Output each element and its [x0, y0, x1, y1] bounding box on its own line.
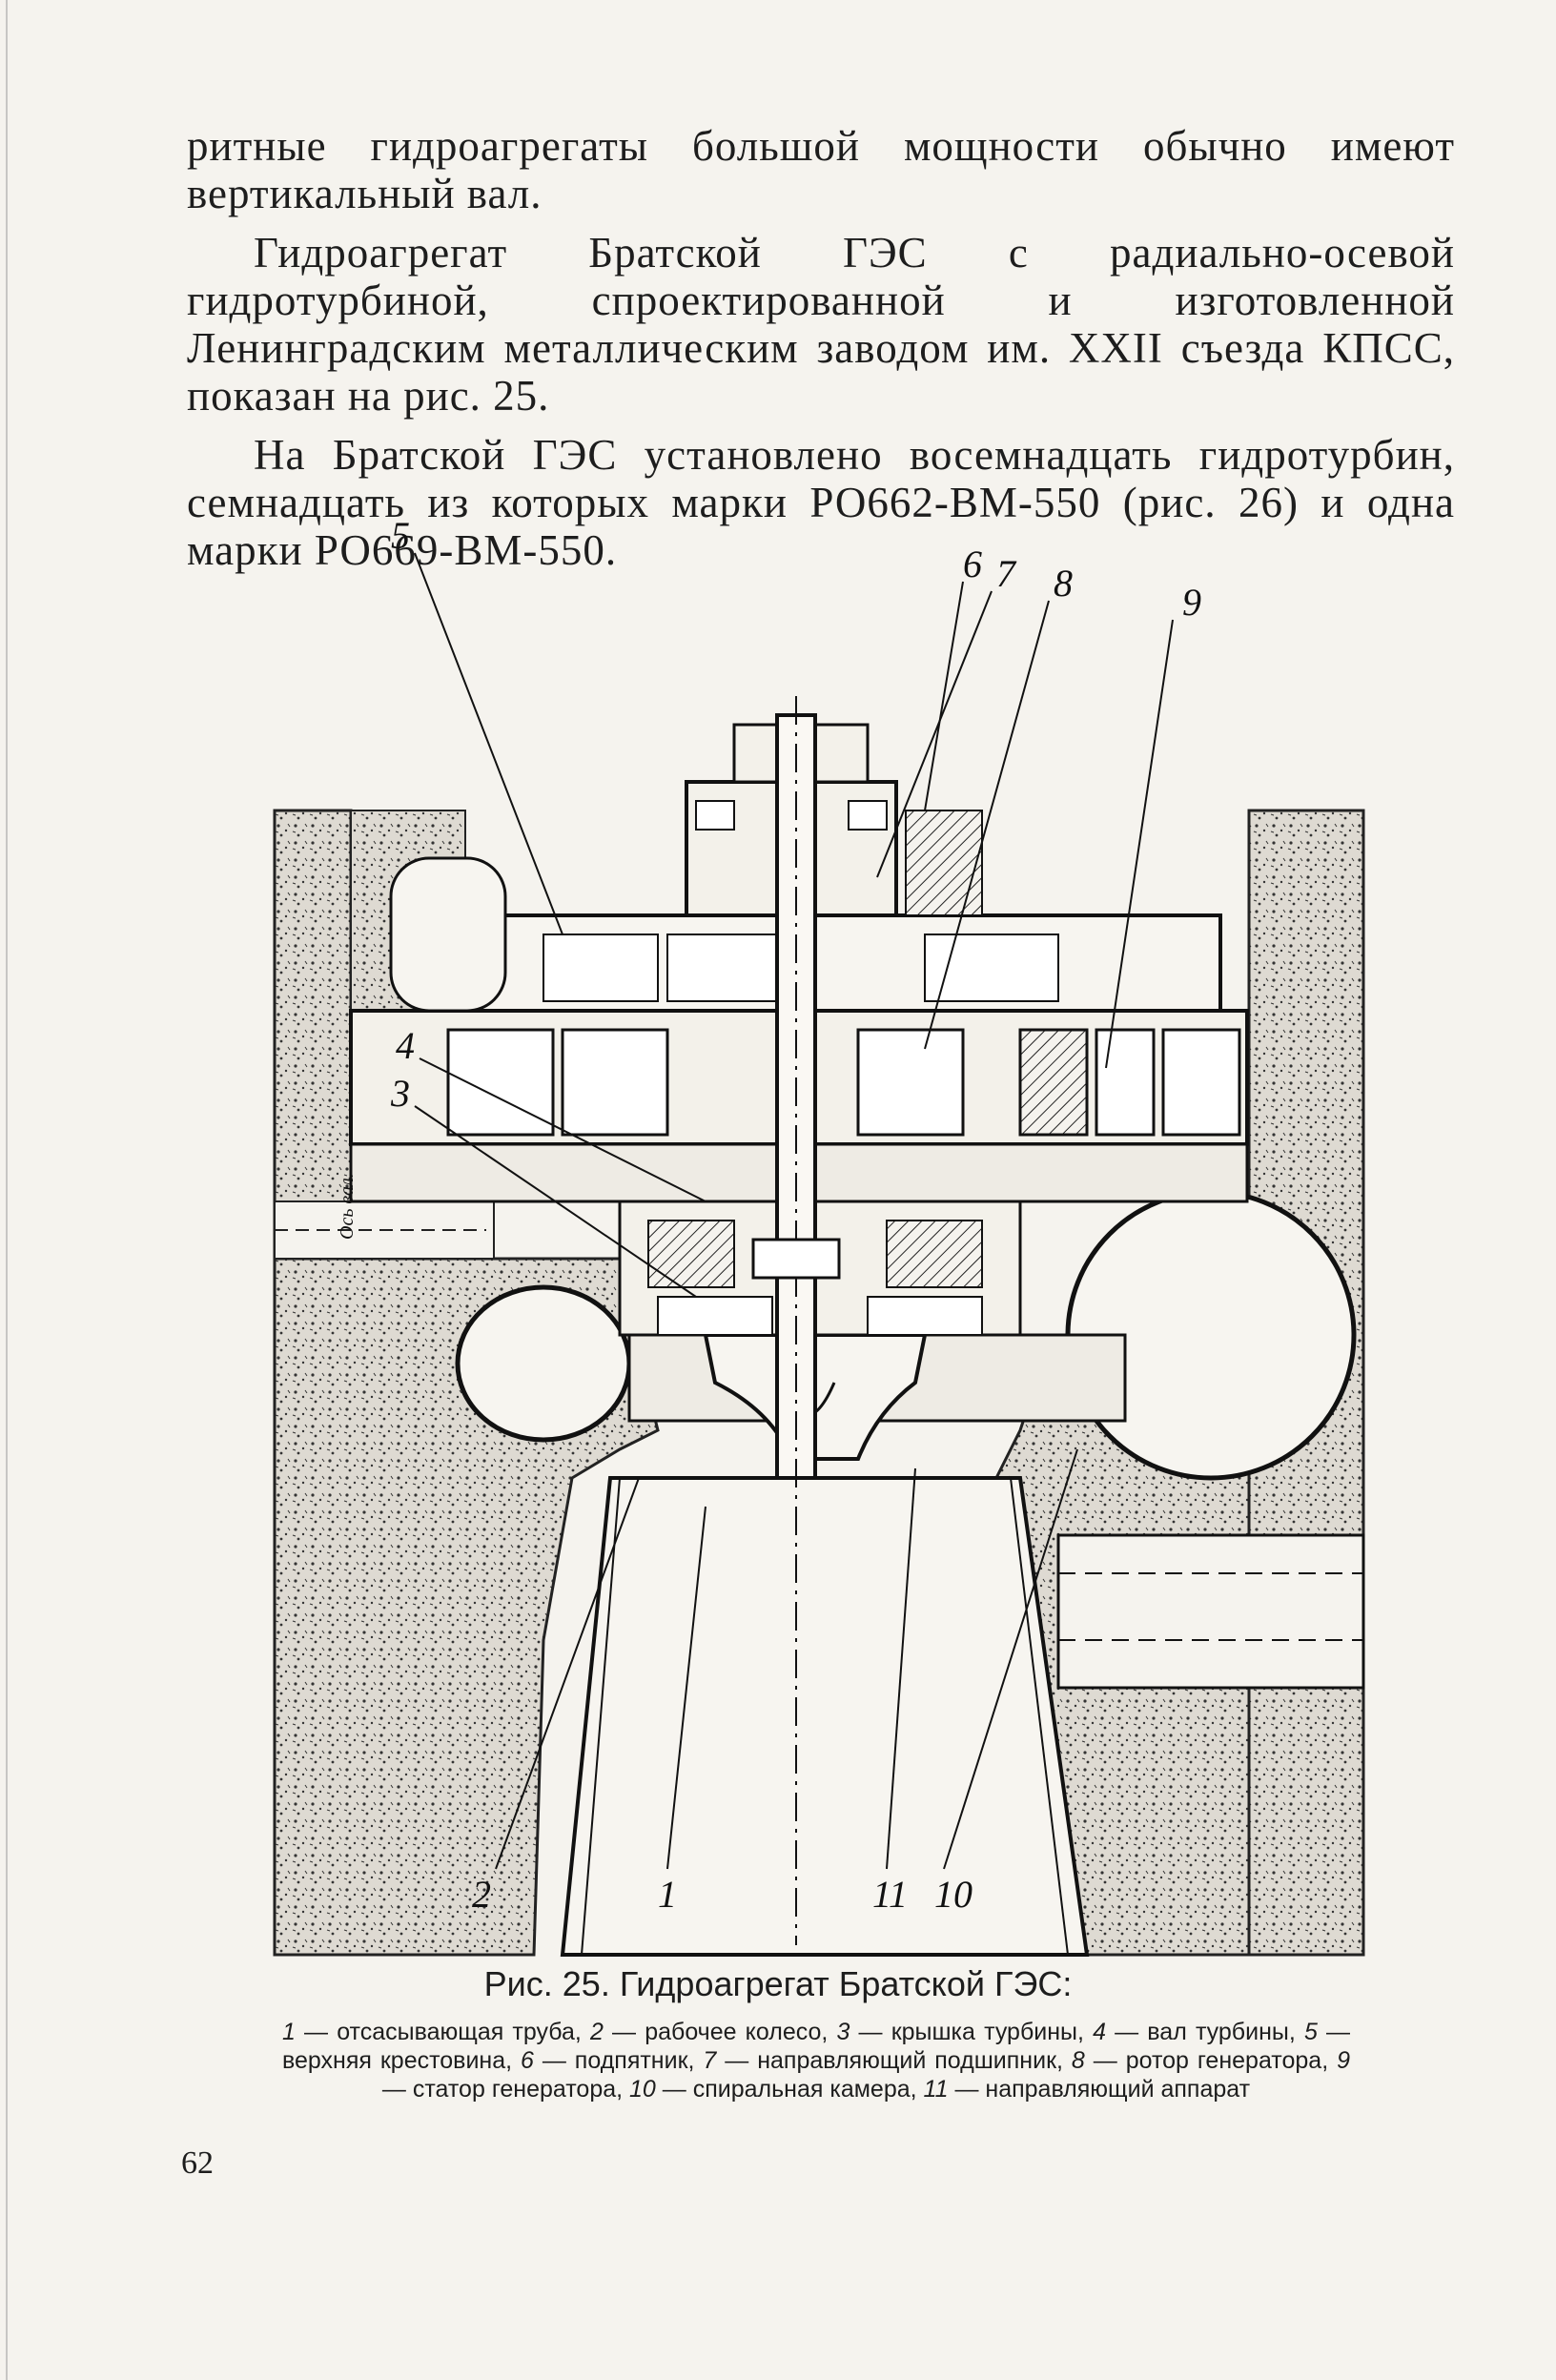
- legend-number: 11: [923, 2076, 949, 2103]
- legend-item: 4 — вал турбины,: [1093, 2019, 1304, 2045]
- callout-label: 11: [872, 1873, 908, 1916]
- figure-legend: 1 — отсасывающая труба, 2 — рабочее коле…: [282, 2018, 1350, 2103]
- body-text: ритные гидроагрегаты большой мощности об…: [187, 122, 1455, 574]
- legend-number: 8: [1071, 2047, 1085, 2074]
- legend-text: — рабочее колесо,: [603, 2019, 837, 2045]
- legend-text: — крышка турбины,: [850, 2019, 1094, 2045]
- legend-number: 1: [282, 2019, 296, 2045]
- legend-text: — направляющий аппарат: [948, 2076, 1251, 2103]
- legend-number: 5: [1303, 2019, 1318, 2045]
- paragraph-1: ритные гидроагрегаты большой мощности об…: [187, 122, 1455, 217]
- callout-label: 8: [1054, 562, 1073, 605]
- callout-labels: 5 4 3 2 1 11 10 6 7 8 9 Ось вал.: [337, 514, 1201, 1916]
- legend-item: 11 — направляющий аппарат: [924, 2076, 1251, 2103]
- callout-label: 10: [934, 1873, 972, 1916]
- legend-number: 9: [1337, 2047, 1350, 2074]
- hydro-unit-drawing: 5 4 3 2 1 11 10 6 7 8 9 Ось вал.: [273, 514, 1365, 1957]
- legend-number: 6: [521, 2047, 534, 2074]
- callout-label: 2: [472, 1873, 491, 1916]
- paragraph-2: Гидроагрегат Братской ГЭС с радиально-ос…: [187, 229, 1455, 420]
- shaft-axis-label: Ось вал.: [337, 1173, 358, 1240]
- callout-label: 1: [658, 1873, 677, 1916]
- legend-item: 3 — крышка турбины,: [837, 2019, 1094, 2045]
- leader-lines: [414, 552, 1174, 1870]
- legend-number: 7: [703, 2047, 717, 2074]
- legend-item: 5 — верхняя крестовина,: [282, 2019, 1350, 2074]
- legend-text: — подпятник,: [533, 2047, 704, 2074]
- callout-label: 5: [391, 514, 410, 557]
- callout-label: 4: [396, 1024, 415, 1067]
- legend-item: 10 — спиральная камера,: [629, 2076, 924, 2103]
- legend-text: — направляющий подшипник,: [716, 2047, 1072, 2074]
- legend-number: 4: [1093, 2019, 1107, 2045]
- turbine-shaft: [751, 696, 841, 1945]
- legend-text: — отсасывающая труба,: [295, 2019, 590, 2045]
- legend-text: — вал турбины,: [1106, 2019, 1304, 2045]
- legend-item: 2 — рабочее колесо,: [590, 2019, 837, 2045]
- legend-number: 3: [836, 2019, 850, 2045]
- legend-item: 6 — подпятник,: [521, 2047, 703, 2074]
- callout-label: 6: [963, 543, 982, 585]
- page-edge-line: [6, 0, 8, 2380]
- callout-label: 9: [1182, 581, 1201, 624]
- paragraph-3: На Братской ГЭС установлено восемнадцать…: [187, 431, 1455, 574]
- legend-item: 7 — направляющий подшипник,: [703, 2047, 1072, 2074]
- legend-text: — верхняя крестовина,: [282, 2019, 1351, 2074]
- legend-text: — ротор генератора,: [1084, 2047, 1338, 2074]
- page-number: 62: [181, 2145, 214, 2181]
- legend-item: 1 — отсасывающая труба,: [282, 2019, 590, 2045]
- callout-label: 3: [390, 1072, 410, 1115]
- legend-number: 10: [629, 2076, 656, 2103]
- legend-text: — статор генератора,: [381, 2076, 630, 2103]
- legend-number: 2: [590, 2019, 604, 2045]
- draft-tube: [560, 1476, 1365, 1957]
- legend-item: 9 — статор генератора,: [382, 2047, 1350, 2103]
- callout-label: 7: [996, 552, 1017, 595]
- thrust-bearing-housing: [685, 723, 983, 917]
- figure-caption: Рис. 25. Гидроагрегат Братской ГЭС:: [483, 1964, 1073, 2003]
- legend-item: 8 — ротор генератора,: [1072, 2047, 1337, 2074]
- legend-text: — спиральная камера,: [655, 2076, 924, 2103]
